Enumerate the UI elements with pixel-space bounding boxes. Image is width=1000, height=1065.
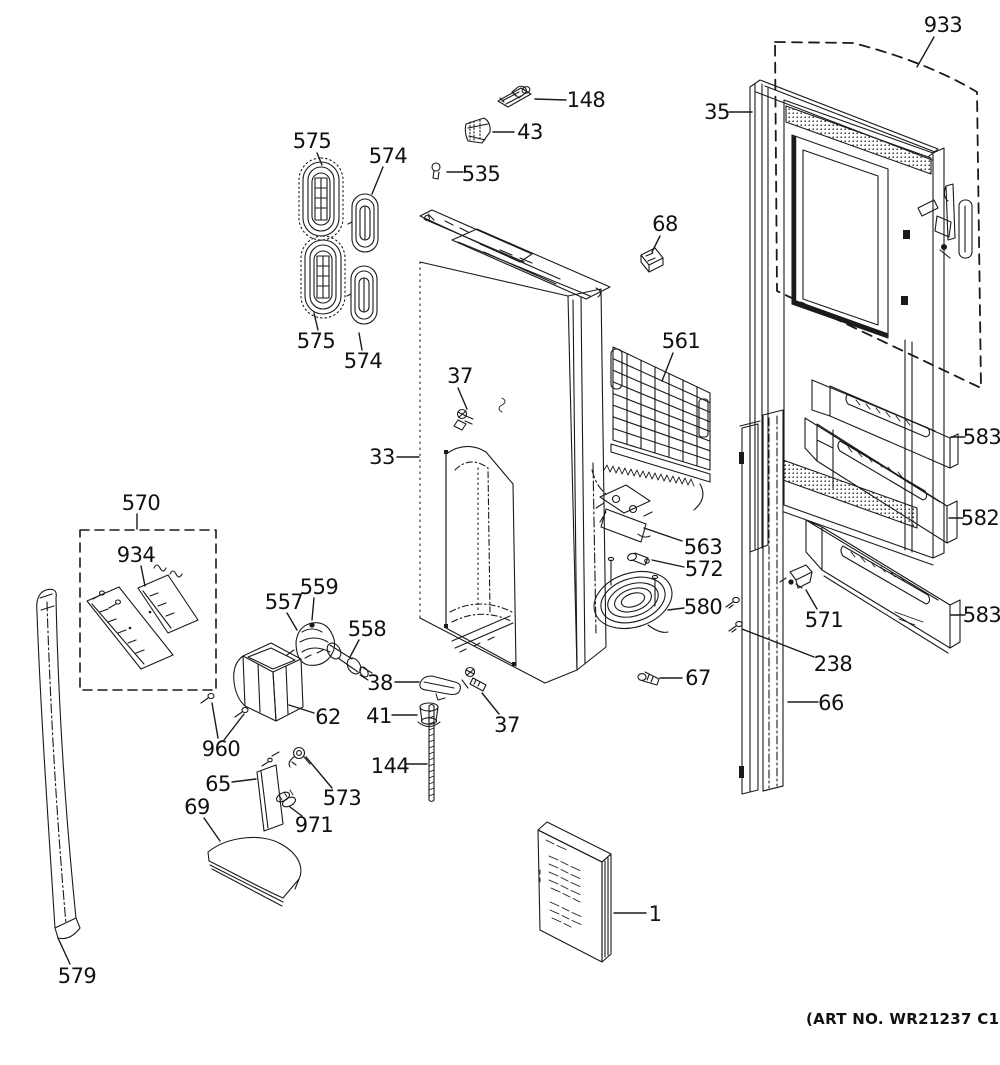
dispenser-door-drawing: [419, 209, 611, 692]
leader-line-558: [349, 639, 360, 658]
control-board-drawing: [79, 529, 217, 691]
leader-line-574: [358, 332, 363, 351]
door-handle-drawing: [36, 588, 81, 940]
water-valve-drawing: [591, 469, 653, 543]
art-number-text: (ART NO. WR21237 C14: [806, 1010, 1000, 1028]
leader-line-575: [313, 312, 319, 331]
leader-line-934: [140, 565, 146, 587]
leader-line-68: [651, 235, 661, 253]
screw-67-drawing: [637, 671, 660, 686]
leader-line-579: [57, 937, 71, 965]
door-bins-drawing: [804, 379, 961, 654]
instruction-sheet-drawing: [537, 821, 612, 963]
peg-535-drawing: [431, 162, 441, 180]
leader-line-575: [316, 152, 323, 166]
grille-drawing: [603, 346, 711, 511]
tube-fitting-drawing: [627, 552, 650, 566]
leader-line-971: [289, 806, 303, 817]
leader-line-65: [231, 778, 257, 783]
dispenser-rail-drawing: [739, 409, 784, 795]
vent-grommets-drawing: [298, 157, 379, 325]
leader-line-238: [741, 628, 815, 658]
dispenser-parts-drawing: [200, 622, 461, 907]
leader-line-572: [651, 559, 685, 568]
leader-line-563: [643, 527, 683, 542]
inner-door-assembly-drawing: [774, 41, 982, 566]
end-cap-68-drawing: [640, 247, 664, 273]
leader-line-559: [311, 597, 315, 621]
clip-571-drawing: [779, 564, 813, 589]
cap-43-drawing: [464, 117, 491, 144]
leader-line-37: [457, 387, 468, 410]
leader-line-580: [667, 607, 685, 611]
leader-line-571: [805, 589, 818, 610]
bracket-148-drawing: [497, 85, 532, 108]
leader-lines: [57, 36, 966, 965]
leader-line-557: [286, 612, 298, 631]
leader-line-573: [305, 756, 333, 789]
screws-238-drawing: [725, 596, 743, 633]
leader-line-37: [481, 692, 500, 715]
tubing-coil-drawing: [593, 556, 673, 633]
leader-line-62: [288, 704, 315, 714]
leader-line-574: [371, 166, 384, 195]
leader-line-933: [916, 36, 935, 68]
leader-line-148: [534, 98, 567, 101]
leader-line-561: [661, 352, 674, 382]
leader-line-69: [203, 817, 221, 842]
leader-line-960: [211, 702, 219, 739]
leader-line-960: [223, 713, 245, 741]
